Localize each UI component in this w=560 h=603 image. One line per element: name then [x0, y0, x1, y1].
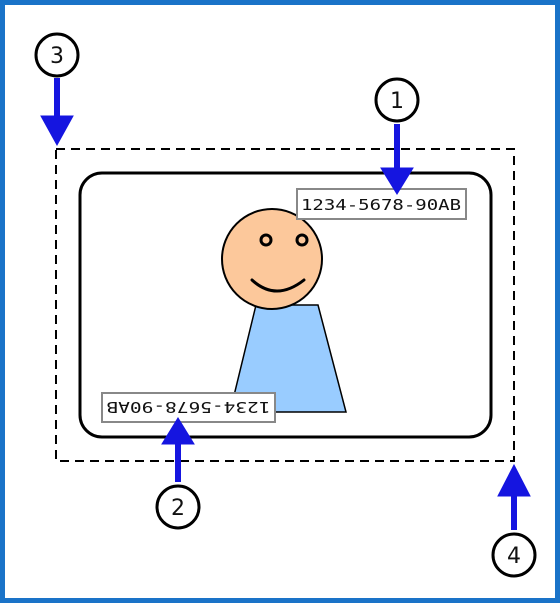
arrow-2-head-icon — [161, 417, 195, 445]
marker-2-circle — [155, 484, 201, 530]
scan-area-outline — [55, 148, 515, 462]
serial-top-text: 1234-5678-90AB — [301, 196, 461, 214]
serial-bottom-box — [101, 392, 276, 423]
arrow-1-head-icon — [380, 167, 414, 195]
smile-icon — [250, 278, 306, 293]
marker-2-label: 2 — [171, 496, 185, 521]
serial-bottom-text: 1234-5678-90AB — [107, 398, 271, 416]
marker-4-circle — [491, 532, 537, 578]
arrow-4-head-icon — [497, 463, 531, 497]
marker-3-label: 3 — [50, 44, 64, 69]
serial-top-box — [296, 188, 467, 220]
marker-3-circle — [34, 32, 80, 78]
marker-1-circle — [374, 77, 420, 123]
right-eye-icon — [295, 233, 309, 247]
person-head — [221, 208, 323, 310]
left-eye-icon — [259, 233, 273, 247]
marker-1-label: 1 — [390, 89, 404, 114]
arrow-3-head-icon — [40, 115, 74, 147]
marker-4-label: 4 — [507, 544, 521, 569]
person-body — [229, 304, 347, 413]
arrows — [40, 78, 531, 530]
